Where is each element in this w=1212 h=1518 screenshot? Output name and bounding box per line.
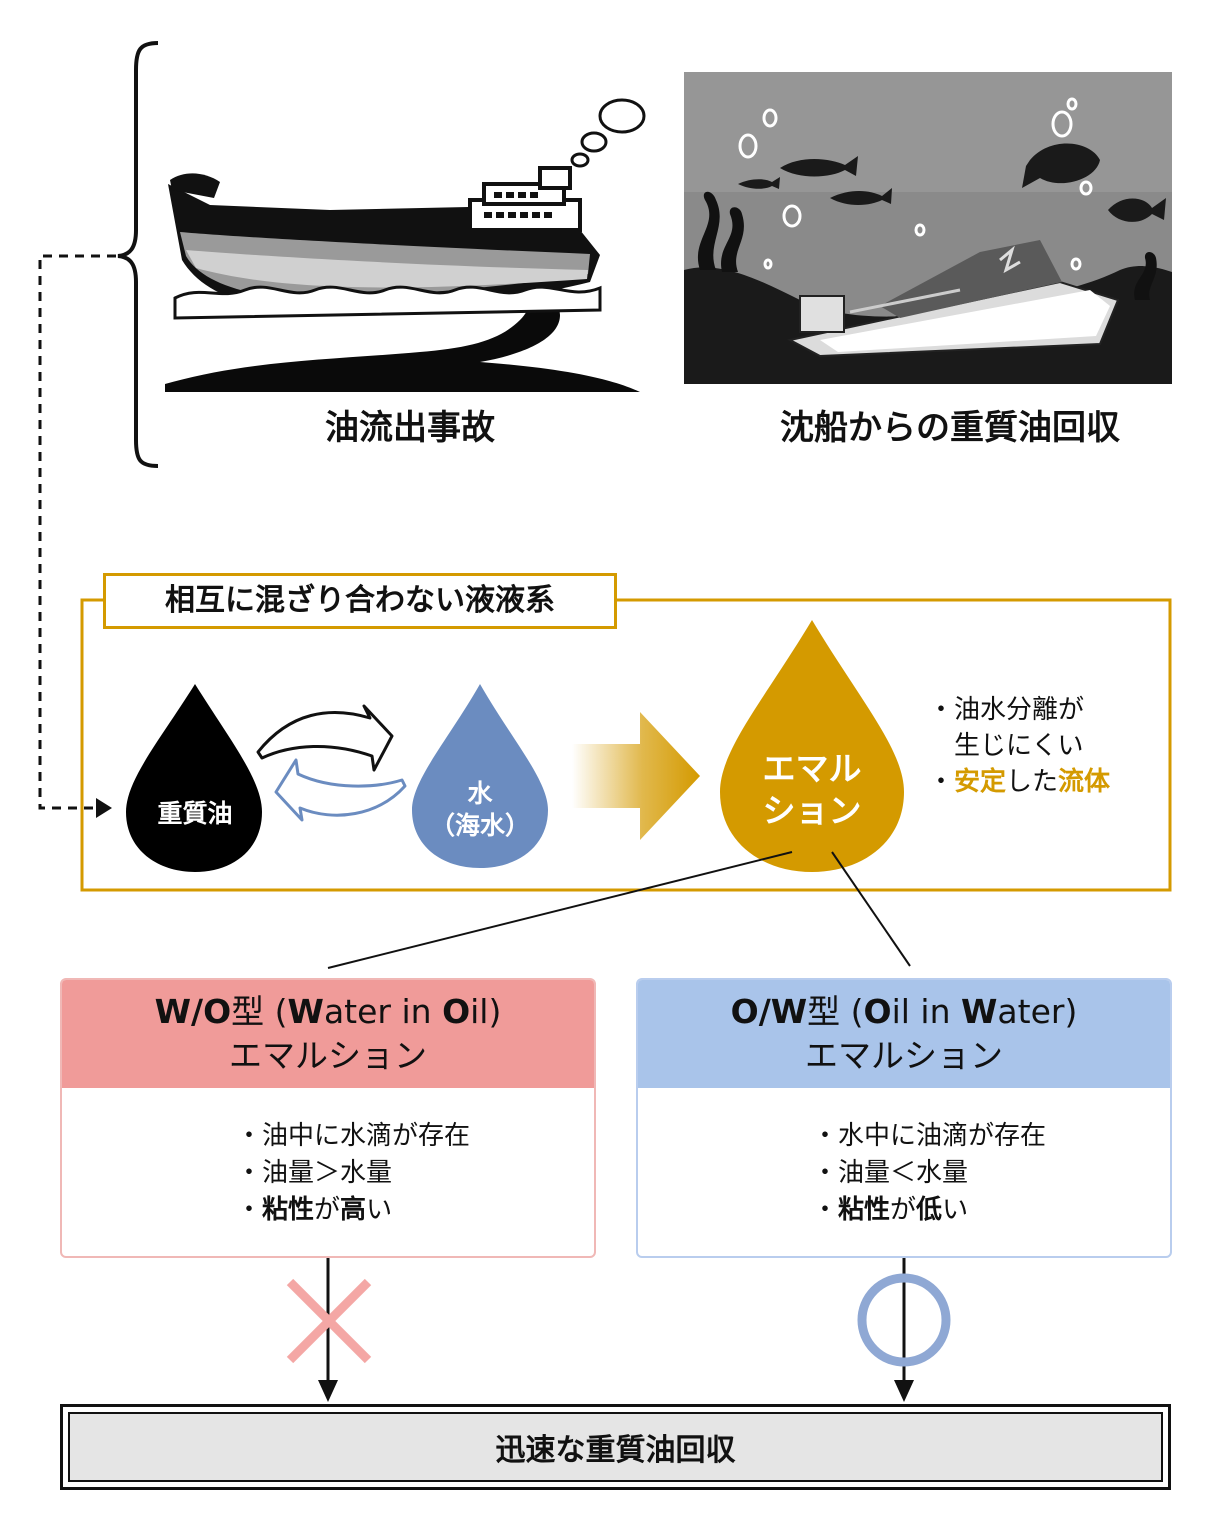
wo-item-3-mid: が [314, 1195, 340, 1225]
wo-emulsion-card: W/O型 (Water in Oil) エマルション ・油中に水滴が存在 ・油量… [60, 978, 596, 1258]
wo-item-2: ・油量＞水量 [236, 1155, 470, 1192]
wo-head-c: W [288, 992, 324, 1031]
ow-item-3-bullet: ・ [812, 1195, 838, 1225]
result-box: 迅速な重質油回収 [60, 1404, 1171, 1490]
note-line-1: ・油水分離が [928, 692, 1110, 728]
emulsion-label-line2: ション [722, 790, 902, 832]
water-label: 水 （海水） [414, 778, 546, 842]
sunken-ship-caption: 沈船からの重質油回収 [700, 400, 1200, 449]
note-line-2: 生じにくい [928, 728, 1110, 764]
wo-header-line2: エマルション [229, 1034, 427, 1078]
ow-header-line1: O/W型 (Oil in Water) [731, 990, 1078, 1034]
emulsion-label: エマル ション [722, 748, 902, 832]
ow-head-c: O [864, 992, 892, 1031]
ow-item-3-end: い [942, 1195, 968, 1225]
wo-head-f: il) [470, 992, 501, 1031]
wo-item-3-bullet: ・ [236, 1195, 262, 1225]
ow-emulsion-card: O/W型 (Oil in Water) エマルション ・水中に油滴が存在 ・油量… [636, 978, 1172, 1258]
ow-connector-line [832, 852, 910, 966]
note-mid: した [1006, 767, 1058, 797]
dashed-connector-arrowhead [96, 798, 112, 818]
ow-item-3: ・粘性が低い [812, 1192, 1046, 1229]
result-label: 迅速な重質油回収 [68, 1412, 1163, 1482]
ow-head-e: W [961, 992, 997, 1031]
liquid-system-label: 相互に混ざり合わない液液系 [103, 573, 617, 629]
note-line-3: ・安定した流体 [928, 764, 1110, 800]
water-to-oil-arrow [276, 760, 405, 820]
note-fluid: 流体 [1058, 767, 1110, 797]
wo-head-e: O [442, 992, 470, 1031]
ow-head-b: 型 ( [807, 992, 863, 1031]
water-label-line1: 水 [414, 778, 546, 810]
note-bullet: ・ [928, 767, 954, 797]
water-label-line2: （海水） [414, 810, 546, 842]
ow-head-f: ater) [997, 992, 1077, 1031]
emulsion-drop [720, 620, 904, 872]
ow-item-3-mid: が [890, 1195, 916, 1225]
wo-item-1: ・油中に水滴が存在 [236, 1118, 470, 1155]
ow-head-a: O/W [731, 992, 808, 1031]
note-stable: 安定 [954, 767, 1006, 797]
dashed-connector [40, 256, 116, 808]
ow-card-header: O/W型 (Oil in Water) エマルション [638, 980, 1170, 1088]
wo-head-d: ater in [324, 992, 442, 1031]
gold-transition-arrow [572, 712, 700, 840]
ow-item-1: ・水中に油滴が存在 [812, 1118, 1046, 1155]
ow-properties-list: ・水中に油滴が存在 ・油量＜水量 ・粘性が低い [812, 1118, 1046, 1229]
heavy-oil-label: 重質油 [130, 794, 260, 830]
ow-item-2: ・油量＜水量 [812, 1155, 1046, 1192]
ow-head-d: il in [892, 992, 961, 1031]
oil-to-water-arrow [258, 706, 392, 770]
wo-connector-line [328, 852, 792, 968]
wo-card-header: W/O型 (Water in Oil) エマルション [62, 980, 594, 1088]
curly-brace [118, 43, 158, 466]
heavy-oil-drop [126, 684, 262, 872]
ow-item-3-low: 低 [916, 1195, 942, 1225]
oil-tanker-icon [165, 100, 644, 392]
sunken-ship-scene [684, 72, 1172, 384]
emulsion-label-line1: エマル [722, 748, 902, 790]
wo-item-3-viscosity: 粘性 [262, 1195, 314, 1225]
wo-head-a: W/O [155, 992, 232, 1031]
wo-header-line1: W/O型 (Water in Oil) [155, 990, 502, 1034]
wo-item-3: ・粘性が高い [236, 1192, 470, 1229]
wo-head-b: 型 ( [231, 992, 287, 1031]
wo-properties-list: ・油中に水滴が存在 ・油量＞水量 ・粘性が高い [236, 1118, 470, 1229]
wo-item-3-end: い [366, 1195, 392, 1225]
wo-item-3-high: 高 [340, 1195, 366, 1225]
ow-header-line2: エマルション [805, 1034, 1003, 1078]
oil-spill-caption: 油流出事故 [250, 400, 570, 449]
ow-item-3-viscosity: 粘性 [838, 1195, 890, 1225]
emulsion-notes: ・油水分離が 生じにくい ・安定した流体 [928, 692, 1110, 800]
